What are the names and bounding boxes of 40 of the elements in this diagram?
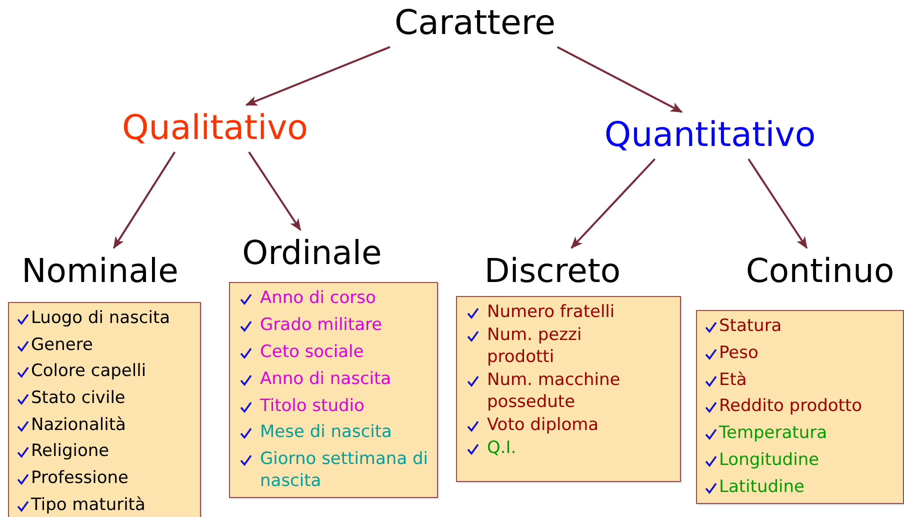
list-item: Longitudine bbox=[719, 448, 820, 471]
list-item: Num. macchine possedute bbox=[487, 369, 622, 413]
arrow bbox=[748, 158, 808, 249]
list-item: Età bbox=[719, 368, 747, 391]
list-item: Voto diploma bbox=[487, 414, 599, 436]
category-label: Discreto bbox=[484, 253, 621, 290]
list-item: Num. pezzi prodotti bbox=[487, 324, 583, 368]
list-item: Anno di corso bbox=[260, 287, 376, 309]
list-item: Statura bbox=[719, 315, 782, 337]
list-item: Genere bbox=[31, 334, 93, 356]
category-label: Quantitativo bbox=[604, 117, 816, 154]
list-item: Temperatura bbox=[719, 422, 828, 444]
category-label: Continuo bbox=[746, 253, 894, 290]
list-item: Religione bbox=[31, 440, 110, 462]
category-label: Nominale bbox=[22, 253, 178, 290]
category-label: Carattere bbox=[394, 5, 556, 42]
list-item: Anno di nascita bbox=[260, 368, 392, 390]
list-item: Luogo di nascita bbox=[31, 307, 170, 329]
list-item: Tipo maturità bbox=[31, 494, 146, 516]
arrow bbox=[556, 46, 683, 113]
list-item: Titolo studio bbox=[260, 394, 364, 417]
arrow bbox=[112, 151, 176, 249]
list-item: Mese di nascita bbox=[260, 421, 392, 444]
list-item: Grado militare bbox=[260, 314, 382, 336]
list-item: Reddito prodotto bbox=[719, 395, 862, 418]
list-item: Peso bbox=[719, 342, 758, 364]
arrow bbox=[248, 151, 302, 231]
list-item: Stato civile bbox=[31, 387, 126, 410]
category-label: Qualitativo bbox=[122, 110, 308, 148]
arrow bbox=[570, 158, 656, 249]
list-item: Numero fratelli bbox=[487, 301, 615, 323]
list-item: Latitudine bbox=[719, 476, 804, 498]
list-item: Colore capelli bbox=[31, 360, 146, 382]
list-item: Nazionalità bbox=[31, 414, 126, 436]
list-item: Ceto sociale bbox=[260, 340, 364, 363]
list-item: Professione bbox=[31, 467, 128, 490]
list-item: Q.I. bbox=[487, 437, 516, 459]
list-item: Giorno settimana di nascita bbox=[260, 448, 430, 492]
arrow bbox=[245, 46, 390, 106]
category-label: Ordinale bbox=[242, 235, 382, 272]
